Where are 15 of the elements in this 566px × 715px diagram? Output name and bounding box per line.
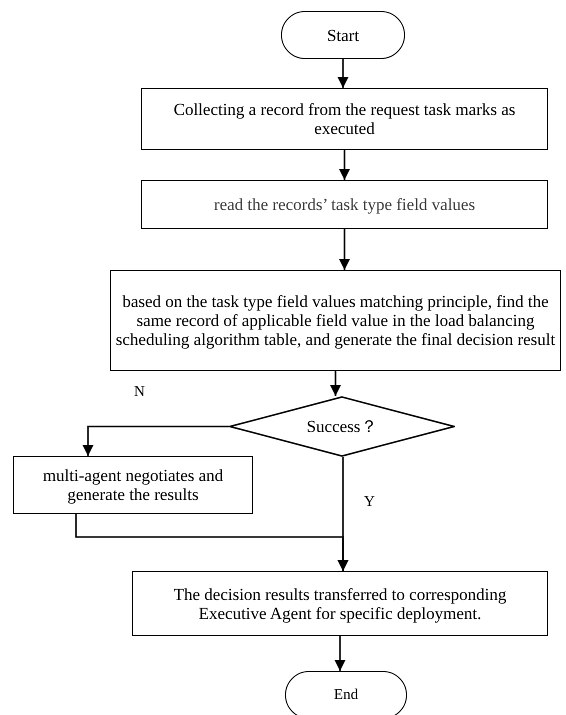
process-box: read the records’ task type field values: [141, 180, 548, 229]
arrow: [338, 59, 348, 88]
start-terminal: Start: [281, 11, 405, 59]
end-terminal: End: [285, 671, 407, 715]
process-box: Collecting a record from the request task marks as executed: [141, 88, 548, 150]
arrow: [334, 636, 346, 671]
arrow: [75, 514, 348, 571]
arrow: [82, 426, 229, 456]
arrow: [339, 150, 350, 180]
arrow: [339, 229, 350, 270]
arrow: [330, 371, 341, 396]
process-box: multi-agent negotiates and generate the results: [13, 456, 253, 514]
process-box: The decision results transferred to corresponding Executive Agent for specific deployment.: [132, 571, 548, 636]
decision-diamond: Success？: [229, 396, 455, 457]
process-box: based on the task type field values matching principle, find the same record of applicable field value in the load balancing scheduling algorithm table, and generate the final decision result: [110, 270, 561, 371]
